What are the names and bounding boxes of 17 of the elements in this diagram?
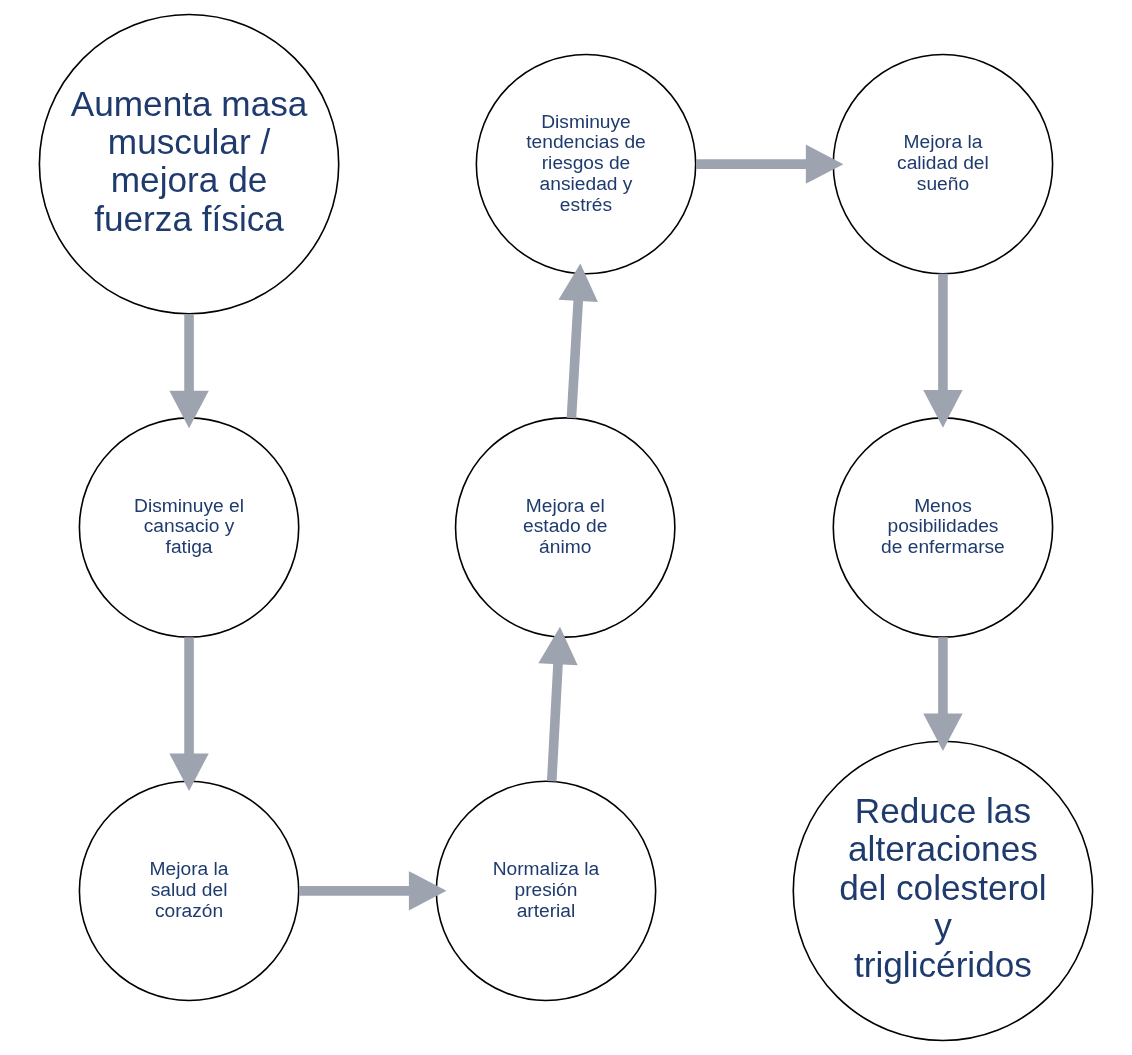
node-circle: Mejora la calidad del sueño (832, 53, 1054, 275)
node-circle: Mejora el estado de ánimo (454, 417, 676, 638)
arrow (169, 314, 209, 429)
arrow (558, 263, 598, 419)
node-circle: Aumenta masa muscular / mejora de fuerza física (38, 13, 340, 315)
node-circle: Reduce las alteraciones del colesterol y triglicéridos (792, 740, 1094, 1042)
arrow (923, 637, 963, 751)
arrow (169, 637, 209, 791)
node-circle: Disminuye tendencias de riesgos de ansiedad y estrés (475, 53, 697, 275)
arrow (696, 144, 844, 184)
node-circle: Menos posibilidades de enfermarse (832, 417, 1054, 638)
node-circle: Disminuye el cansacio y fatiga (78, 417, 300, 638)
arrow (923, 273, 963, 428)
node-circle: Normaliza la presión arterial (435, 780, 657, 1002)
arrow (538, 626, 578, 782)
arrow (299, 871, 447, 911)
node-circle: Mejora la salud del corazón (78, 780, 300, 1002)
